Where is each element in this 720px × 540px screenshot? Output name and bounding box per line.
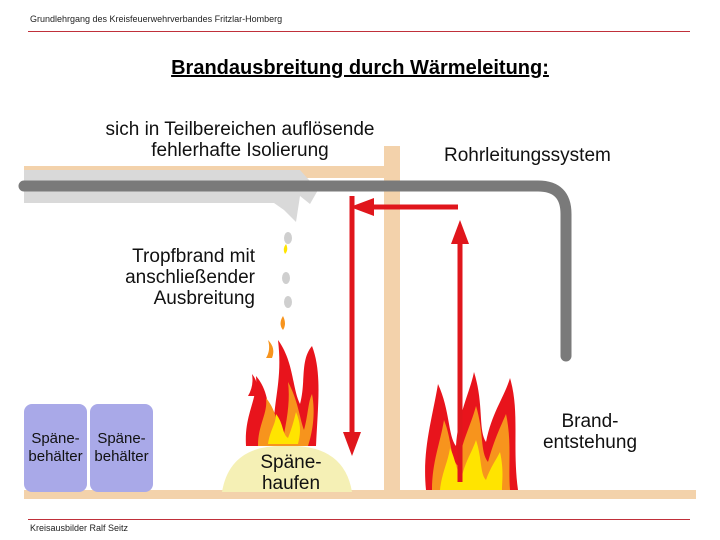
insulation-label: sich in Teilbereichen auflösende fehlerh… <box>70 119 410 161</box>
fire-origin-label: Brand- entstehung <box>520 411 660 453</box>
pipe-system-label: Rohrleitungssystem <box>444 145 611 166</box>
falling-drips <box>280 232 292 330</box>
drip-fire-label-line1: Tropfbrand mit <box>132 246 255 267</box>
origin-fire <box>425 372 518 490</box>
drip-fire-label-line2: anschließender <box>125 267 255 288</box>
fire-origin-label-line2: entstehung <box>542 432 638 453</box>
drip-fire <box>245 340 319 446</box>
bin-2-label-line1: Späne- <box>97 430 146 447</box>
vertical-post <box>384 146 400 496</box>
drip-fire-label: Tropfbrand mit anschließender Ausbreitun… <box>90 246 255 309</box>
insulation-label-line1: sich in Teilbereichen auflösende <box>105 119 375 140</box>
sawdust-heap-label-line1: Späne- <box>260 452 322 473</box>
slide-title: Brandausbreitung durch Wärmeleitung: <box>171 57 549 79</box>
bin-1-label: Späne- behälter <box>24 430 87 466</box>
bin-2-label: Späne- behälter <box>90 430 153 466</box>
heat-flow-arrows <box>343 196 469 482</box>
bin-1-label-line2: behälter <box>28 448 83 465</box>
sawdust-heap-label-line2: haufen <box>261 473 321 494</box>
bin-1-label-line1: Späne- <box>31 430 80 447</box>
pipe <box>18 180 572 362</box>
sawdust-bin-1 <box>24 404 87 492</box>
drip-fire-label-line3: Ausbreitung <box>153 288 255 309</box>
sawdust-heap <box>222 445 352 492</box>
footer-divider <box>28 519 690 520</box>
footer-text: Kreisausbilder Ralf Seitz <box>30 523 129 533</box>
fire-origin-label-line1: Brand- <box>561 411 619 432</box>
header-divider <box>28 31 690 32</box>
bin-2-label-line2: behälter <box>94 448 149 465</box>
sawdust-heap-label: Späne- haufen <box>236 452 346 494</box>
floor-beam <box>24 490 696 499</box>
insulation-label-line2: fehlerhafte Isolierung <box>151 140 329 161</box>
sawdust-bin-2 <box>90 404 153 492</box>
header-text: Grundlehrgang des Kreisfeuerwehrverbande… <box>30 14 283 24</box>
insulation-layer <box>24 170 318 222</box>
